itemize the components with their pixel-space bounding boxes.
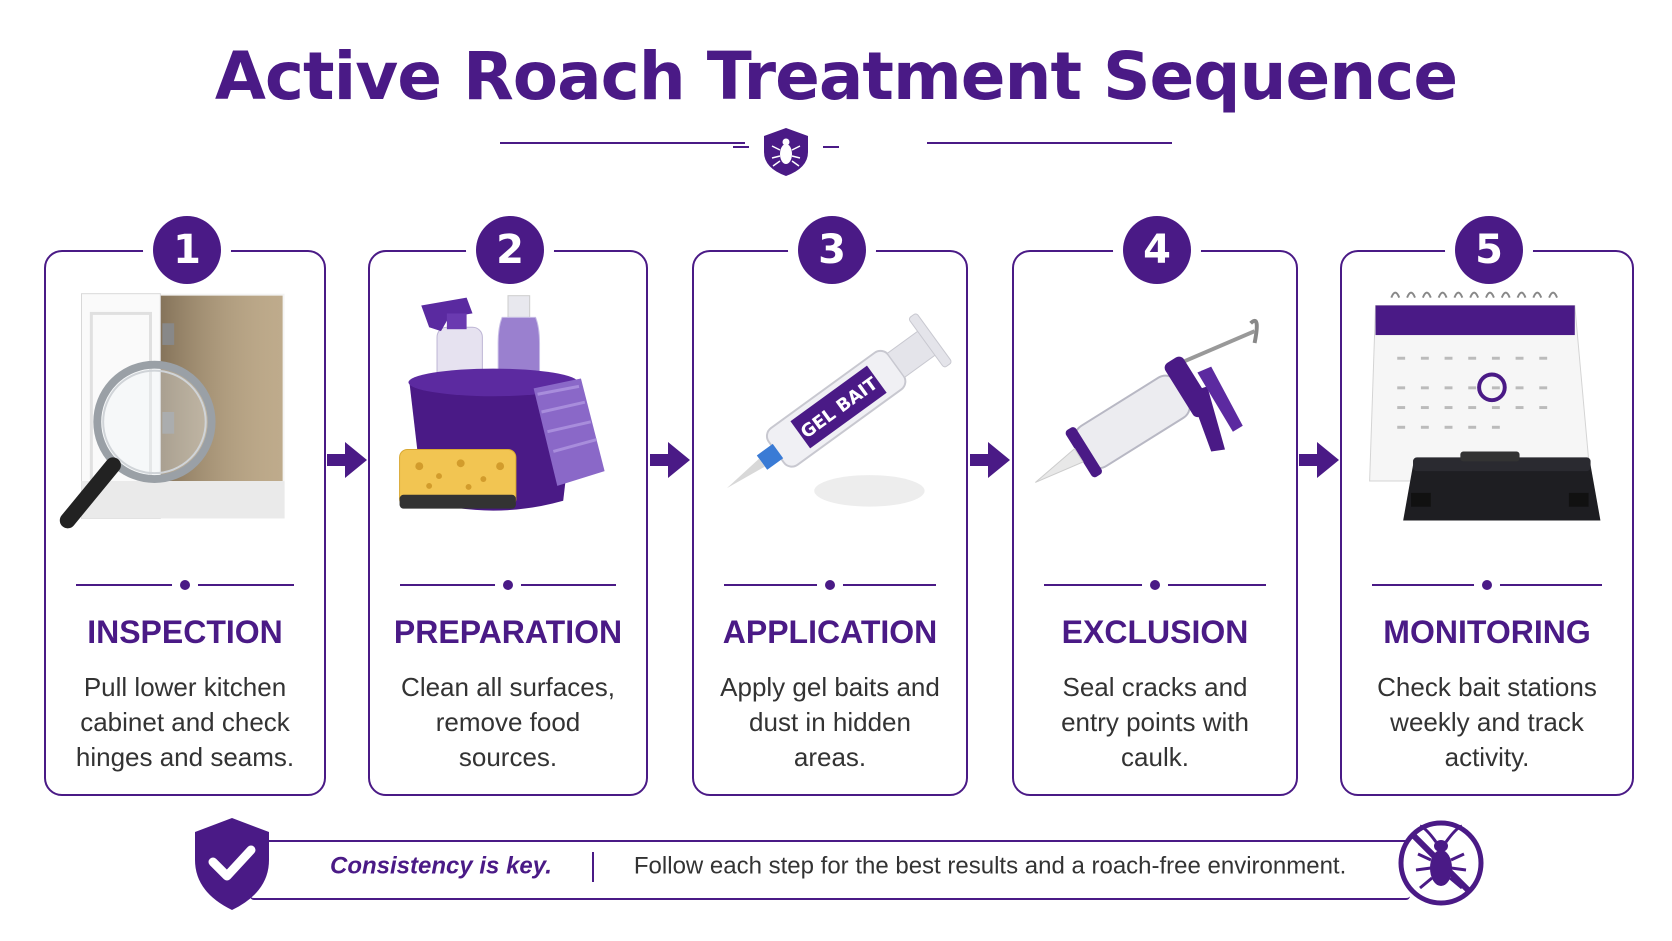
shield-check-icon bbox=[195, 818, 269, 910]
calendar-bait-station-image bbox=[1369, 291, 1601, 521]
step-separator bbox=[400, 580, 616, 590]
step-separator bbox=[1044, 580, 1266, 590]
step-card-inspection: 1 INSPECTION Pull lower kitchen cabinet … bbox=[44, 216, 326, 796]
footer-banner bbox=[250, 840, 1410, 900]
caulk-gun-image bbox=[1035, 318, 1259, 483]
arrow-right-icon bbox=[650, 442, 690, 478]
step-number: 4 bbox=[1123, 216, 1191, 284]
step-description: Pull lower kitchen cabinet and check hin… bbox=[75, 672, 295, 772]
magnifier-cabinet-image bbox=[59, 293, 285, 529]
step-number: 2 bbox=[476, 216, 544, 284]
footer-separator bbox=[591, 852, 594, 882]
footer-text: Consistency is key. Follow each step for … bbox=[330, 852, 1346, 882]
step-title: INSPECTION bbox=[87, 614, 283, 650]
step-card-application: 3 GEL BAIT APPLICATION Apply gel baits a… bbox=[692, 216, 968, 796]
title-divider bbox=[500, 128, 1172, 176]
step-card-monitoring: 5 MONITORING Check bait stations weekly … bbox=[1340, 216, 1634, 796]
step-separator bbox=[76, 580, 294, 590]
step-description: Apply gel baits and dust in hidden areas… bbox=[720, 672, 940, 772]
step-separator bbox=[724, 580, 936, 590]
step-number: 3 bbox=[798, 216, 866, 284]
step-separator bbox=[1372, 580, 1602, 590]
page-title: Active Roach Treatment Sequence bbox=[214, 38, 1458, 115]
arrow-right-icon bbox=[327, 442, 367, 478]
step-title: EXCLUSION bbox=[1061, 614, 1249, 650]
arrow-right-icon bbox=[970, 442, 1010, 478]
step-description: Check bait stations weekly and track act… bbox=[1377, 672, 1597, 772]
step-title: MONITORING bbox=[1383, 614, 1591, 650]
step-number: 5 bbox=[1455, 216, 1523, 284]
step-description: Seal cracks and entry points with caulk. bbox=[1061, 672, 1249, 772]
step-card-exclusion: 4 EXCLUSION Seal cracks and entry points… bbox=[1012, 216, 1298, 796]
step-title: PREPARATION bbox=[393, 614, 623, 650]
shield-bug-icon bbox=[764, 128, 808, 176]
step-title: APPLICATION bbox=[722, 614, 938, 650]
cleaning-supplies-image bbox=[399, 295, 605, 511]
footer-key: Consistency is key. bbox=[330, 852, 552, 880]
footer-message: Follow each step for the best results an… bbox=[633, 852, 1347, 880]
step-description: Clean all surfaces, remove food sources. bbox=[401, 672, 615, 772]
gel-bait-syringe-image: GEL BAIT bbox=[726, 313, 952, 507]
arrow-right-icon bbox=[1299, 442, 1339, 478]
step-number: 1 bbox=[153, 216, 221, 284]
no-roach-icon bbox=[1398, 820, 1484, 906]
step-card-preparation: 2 PREPARATION Clean all surfaces, remove… bbox=[368, 216, 648, 796]
